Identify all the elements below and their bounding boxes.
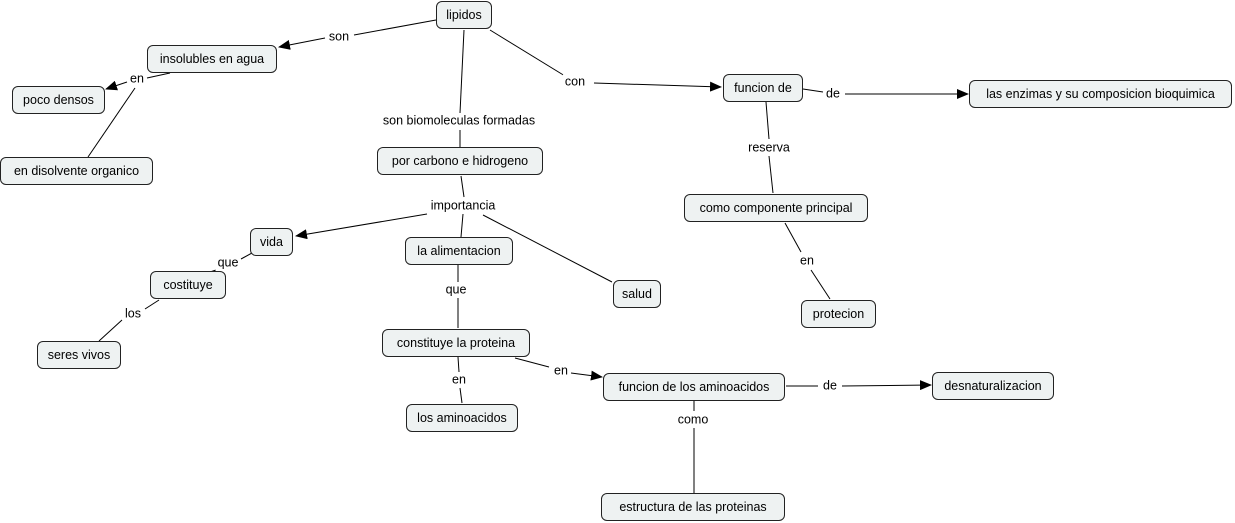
link-label-en: en xyxy=(552,363,570,379)
concept-componente-principal[interactable]: como componente principal xyxy=(684,194,868,222)
edge-importancia-salud xyxy=(482,214,613,283)
concept-estructura-proteinas[interactable]: estructura de las proteinas xyxy=(601,493,785,521)
concept-protecion[interactable]: protecion xyxy=(801,300,876,328)
edge-constituye-en xyxy=(457,356,460,373)
link-label-de: de xyxy=(824,86,842,102)
edge-en-disolvente xyxy=(87,87,136,158)
concept-carbono-hidrogeno[interactable]: por carbono e hidrogeno xyxy=(377,147,543,175)
concept-salud[interactable]: salud xyxy=(613,280,661,308)
link-label-formadas: son biomoleculas formadas xyxy=(380,113,538,129)
edge-funcion-reserva xyxy=(765,101,770,140)
concept-disolvente-organico[interactable]: en disolvente organico xyxy=(0,157,153,185)
concept-funcion-de[interactable]: funcion de xyxy=(723,74,803,102)
concept-enzimas[interactable]: las enzimas y su composicion bioquimica xyxy=(969,80,1232,108)
edge-insolubles-en xyxy=(146,72,171,79)
link-label-que: que xyxy=(443,282,469,298)
edge-componente-en xyxy=(784,222,802,253)
link-label-en: en xyxy=(450,372,468,388)
edge-constituye-en2 xyxy=(514,357,550,368)
concept-los-aminoacidos[interactable]: los aminoacidos xyxy=(406,404,518,432)
link-label-importancia: importancia xyxy=(428,198,498,214)
edge-lipidos-con xyxy=(489,29,566,77)
concept-funcion-aminoacidos[interactable]: funcion de los aminoacidos xyxy=(603,373,785,401)
edge-en-protecion xyxy=(810,269,831,300)
concept-alimentacion[interactable]: la alimentacion xyxy=(405,237,513,265)
edge-de-desnat xyxy=(841,380,932,391)
edge-son-insolubles xyxy=(278,37,326,50)
link-label-reserva: reserva xyxy=(746,140,792,156)
edge-vida-que xyxy=(240,252,253,260)
concept-desnaturalizacion[interactable]: desnaturalizacion xyxy=(932,372,1054,400)
link-label-como: como xyxy=(675,412,711,428)
edge-funcion-de xyxy=(802,88,824,93)
link-label-de: de xyxy=(821,378,839,394)
concept-poco-densos[interactable]: poco densos xyxy=(12,86,105,114)
edge-carbono-importancia xyxy=(460,175,465,198)
link-label-los: los xyxy=(123,306,143,322)
concept-constituye-proteina[interactable]: constituye la proteina xyxy=(382,329,530,357)
edge-reserva-componente xyxy=(768,155,774,194)
edge-en2-funcion xyxy=(570,370,603,381)
concept-seres-vivos[interactable]: seres vivos xyxy=(37,341,121,369)
link-label-en: en xyxy=(798,253,816,269)
edge-con-funcion xyxy=(593,81,722,92)
edge-costituye-los xyxy=(144,299,160,310)
concept-costituye[interactable]: costituye xyxy=(150,271,226,299)
link-label-son: son xyxy=(326,29,352,45)
concept-lipidos[interactable]: lipidos xyxy=(436,1,492,29)
concept-insolubles-en-agua[interactable]: insolubles en agua xyxy=(147,45,277,73)
edge-lipidos-formadas xyxy=(459,29,465,114)
edge-en-pocodensos xyxy=(105,80,128,91)
edge-importancia-vida xyxy=(295,213,428,240)
link-label-en: en xyxy=(128,71,146,87)
edge-en-aminoacidos xyxy=(459,387,463,404)
concept-vida[interactable]: vida xyxy=(250,228,293,256)
link-label-con: con xyxy=(562,74,588,90)
link-label-que: que xyxy=(215,255,241,271)
edge-los-seres xyxy=(98,319,123,342)
edge-importancia-alimentacion xyxy=(460,213,464,238)
edge-lipidos-son xyxy=(353,19,437,36)
